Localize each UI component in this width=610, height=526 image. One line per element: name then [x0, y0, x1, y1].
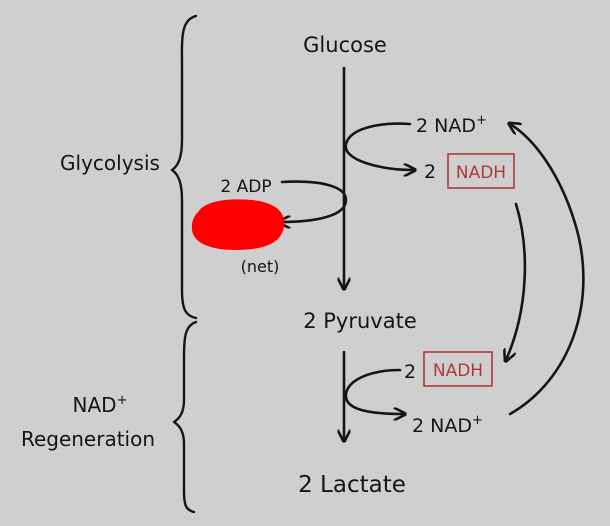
net-label: (net) [241, 257, 280, 276]
nad-regeneration-brace [172, 320, 198, 514]
glycolysis-brace [170, 14, 198, 320]
adp-to-atp-curl-arrow [280, 180, 348, 222]
glucose-label: Glucose [303, 33, 387, 57]
nad-to-nadh-curl-arrow [344, 122, 414, 170]
adp-label: 2 ADP [220, 177, 271, 197]
glycolysis-label: Glycolysis [60, 151, 160, 175]
bottom-nadh-coefficient: 2 [404, 361, 416, 383]
top-nadh-box [447, 153, 515, 189]
bottom-nad-plus-label: 2 NAD+ [412, 413, 483, 437]
nad-regeneration-label-line1: NAD+ [73, 393, 128, 417]
nad-regeneration-label-line2: Regeneration [21, 427, 155, 451]
nad-return-arrow [510, 124, 585, 416]
lactate-label: 2 Lactate [298, 472, 406, 498]
pyruvate-label: 2 Pyruvate [303, 309, 417, 333]
top-nadh-label: NADH [456, 163, 506, 183]
red-blob-redaction-icon [191, 199, 285, 250]
top-nadh-coefficient: 2 [424, 161, 436, 183]
bottom-nadh-label: NADH [433, 361, 483, 381]
top-nad-plus-label: 2 NAD+ [416, 113, 487, 137]
nadh-transfer-arrow [506, 202, 527, 360]
nadh-to-nad-curl-arrow [344, 368, 404, 414]
bottom-nadh-box [423, 351, 493, 387]
